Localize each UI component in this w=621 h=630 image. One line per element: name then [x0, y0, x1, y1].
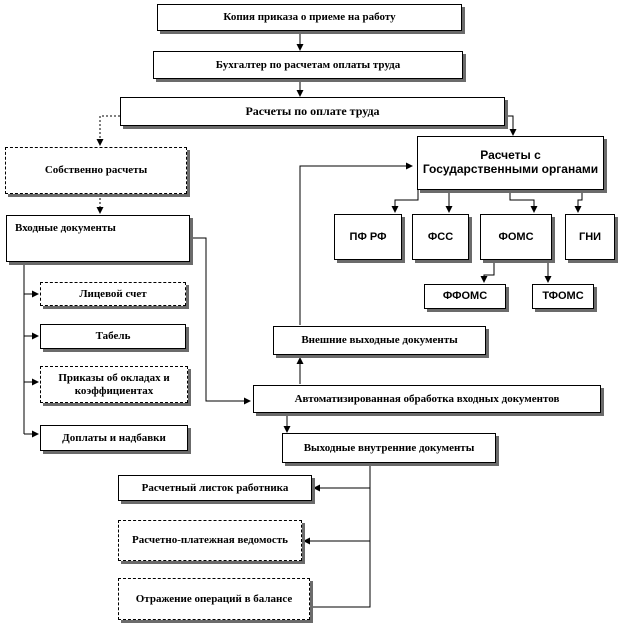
internal-out-box: Выходные внутренние документы: [282, 433, 496, 463]
automated-processing-box: Автоматизированная обработка входных док…: [253, 385, 601, 413]
external-out-box: Внешние выходные документы: [273, 326, 486, 355]
payment-sheet-box: Расчетно-платежная ведомость: [118, 520, 302, 561]
balance-box: Отражение операций в балансе: [118, 578, 310, 620]
timesheet-box: Табель: [40, 324, 186, 349]
fss-box: ФСС: [412, 214, 469, 260]
arrow-external-to-state: [299, 162, 413, 325]
arrow-input-to-automated: [190, 237, 251, 405]
arrow-state-to-foms: [509, 190, 538, 213]
salary-orders-box: Приказы об окладах и коэффициентах: [40, 366, 188, 403]
foms-box: ФОМС: [480, 214, 552, 260]
accountant-box: Бухгалтер по расчетам оплаты труда: [153, 51, 463, 79]
tfoms-box: ТФОМС: [532, 284, 594, 309]
ffoms-box: ФФОМС: [424, 284, 506, 309]
personal-account-box: Лицевой счет: [40, 282, 186, 306]
arrow-state-to-pfrf: [391, 190, 419, 213]
bonuses-box: Доплаты и надбавки: [40, 425, 188, 451]
arrow-internal-to-reports: [312, 463, 371, 608]
own-calc-box: Собственно расчеты: [5, 147, 187, 194]
arrow-payroll-to-state: [505, 115, 517, 136]
payslip-box: Расчетный листок работника: [118, 475, 312, 501]
arrow-foms-to-ffoms: [480, 262, 495, 283]
gni-box: ГНИ: [565, 214, 615, 260]
copy-order-box: Копия приказа о приеме на работу: [157, 4, 462, 31]
arrow-state-to-gni: [574, 190, 583, 213]
pfrf-box: ПФ РФ: [334, 214, 402, 260]
state-calc-box: Расчеты с Государственными органами: [417, 136, 604, 190]
arrow-payroll-to-own: [96, 115, 120, 146]
input-docs-box: Входные документы: [6, 215, 190, 262]
payroll-box: Расчеты по оплате труда: [120, 97, 505, 126]
